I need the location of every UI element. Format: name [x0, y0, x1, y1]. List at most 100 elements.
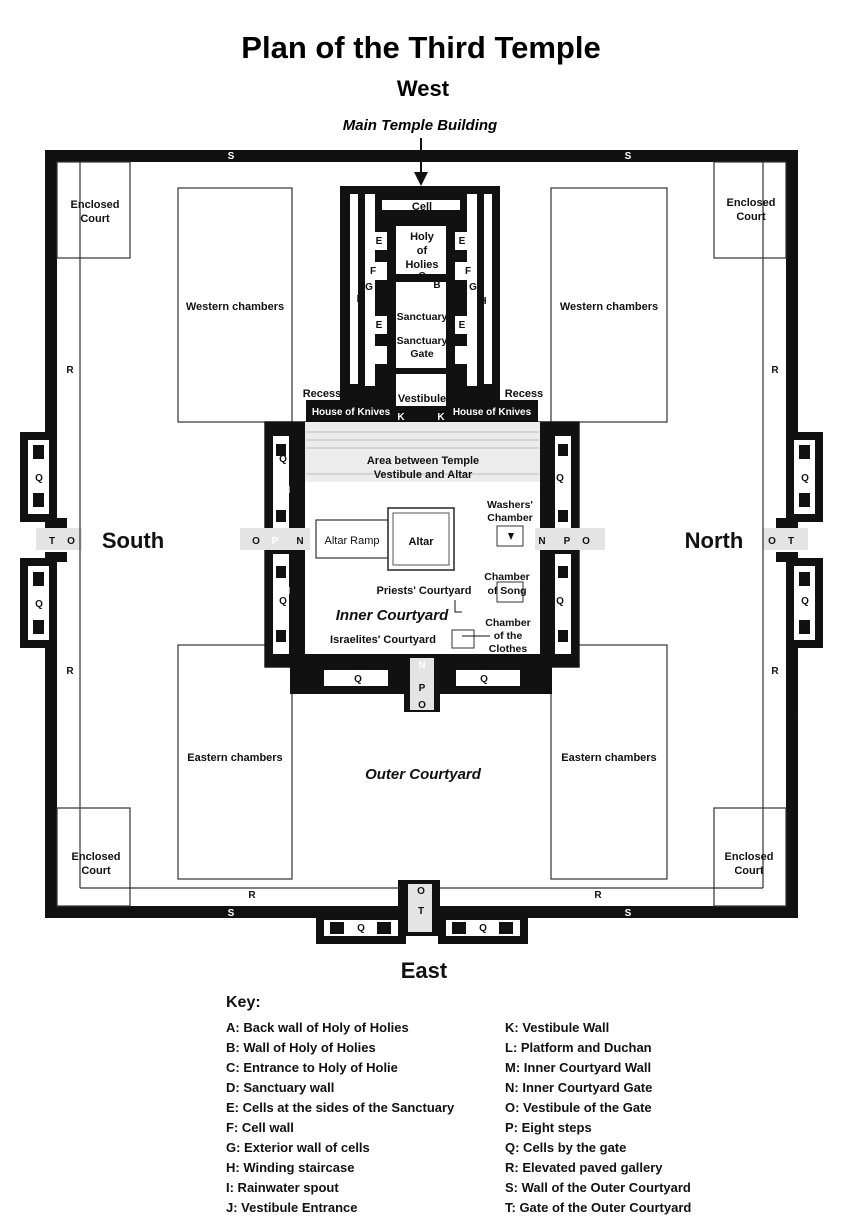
letter-p-south: P [272, 536, 279, 547]
inner-courtyard-label: Inner Courtyard [336, 607, 449, 624]
letter-o-outer-south: O [67, 536, 75, 547]
letter-s-top-2: S [625, 151, 632, 162]
letter-b: B [433, 280, 440, 291]
letter-o-inner-north: O [582, 536, 590, 547]
recess-label-right: Recess [505, 388, 544, 400]
letter-s-right-2: S [788, 716, 795, 727]
key-item-right-7: R: Elevated paved gallery [505, 1160, 663, 1175]
key-item-right-2: M: Inner Courtyard Wall [505, 1060, 652, 1075]
chamber-of-clothes-label-2: of the [494, 630, 523, 642]
main-temple-building [340, 186, 500, 422]
eastern-chambers-label-north: Eastern chambers [561, 752, 656, 764]
letter-f-left: F [370, 266, 376, 277]
house-of-knives-label-left: House of Knives [312, 407, 391, 418]
letter-e-4: E [459, 320, 466, 331]
letter-m-east-left: M [354, 660, 362, 671]
letter-s-left-2: S [51, 716, 58, 727]
cell-label: Cell [412, 201, 432, 213]
enclosed-courts [56, 161, 787, 907]
house-of-knives-wings [306, 400, 538, 424]
letter-q-outer-sw2: Q [35, 599, 43, 610]
letter-s-bottom-1: S [228, 908, 235, 919]
key-item-left-3: D: Sanctuary wall [226, 1080, 335, 1095]
letter-e-2: E [376, 320, 383, 331]
main-temple-arrow-head [414, 172, 428, 186]
letter-s-bottom-2: S [625, 908, 632, 919]
letter-q-inner-6: Q [480, 674, 488, 685]
letter-q-inner-5: Q [354, 674, 362, 685]
priests-courtyard-label: Priests' Courtyard [377, 585, 472, 597]
key-item-left-9: J: Vestibule Entrance [226, 1200, 358, 1215]
letter-t-east: T [418, 906, 424, 917]
altar-label: Altar [408, 536, 434, 548]
enclosed-court-sw-label-2: Court [81, 865, 111, 877]
sanctuary-gate-label-1: Sanctuary [397, 335, 448, 347]
letter-o-inner-south: O [252, 536, 260, 547]
key-item-right-3: N: Inner Courtyard Gate [505, 1080, 653, 1095]
direction-east: East [401, 958, 448, 983]
letter-d-left: D [388, 310, 395, 321]
letter-r-right-1: R [771, 365, 779, 376]
letter-n-south: N [296, 536, 303, 547]
letter-e-1: E [376, 236, 383, 247]
holy-of-holies-label-2: of [417, 245, 428, 257]
key-item-left-5: F: Cell wall [226, 1120, 294, 1135]
letter-g-left: G [365, 282, 373, 293]
south-outer-gate [20, 432, 82, 648]
washers-chamber-label-1: Washers' [487, 499, 533, 511]
area-between-label-1: Area between Temple [367, 455, 479, 467]
key-item-right-1: L: Platform and Duchan [505, 1040, 652, 1055]
enclosed-court-ne-label-1: Enclosed [727, 197, 776, 209]
letter-q-outer-sw1: Q [35, 473, 43, 484]
letter-p-east: P [419, 683, 426, 694]
vestibule-label: Vestibule [398, 393, 446, 405]
letter-r-right-2: R [771, 666, 779, 677]
letter-s-top-1: S [228, 151, 235, 162]
letter-h: H [479, 296, 486, 307]
key-item-right-8: S: Wall of the Outer Courtyard [505, 1180, 691, 1195]
letter-t-south: T [49, 536, 55, 547]
letter-m-east-right: M [480, 660, 488, 671]
outer-courtyard-label: Outer Courtyard [365, 766, 482, 783]
letter-r-left-2: R [66, 666, 74, 677]
inner-courtyard [240, 421, 605, 712]
letter-q-inner-3: Q [556, 473, 564, 484]
holy-of-holies-label-3: Holies [405, 259, 438, 271]
letter-q-outer-e2: Q [479, 923, 487, 934]
main-temple-building-label: Main Temple Building [343, 117, 497, 134]
letter-q-outer-nw2: Q [801, 596, 809, 607]
letter-m-se: M [282, 586, 290, 597]
direction-north: North [685, 528, 744, 553]
paved-gallery-lines [79, 162, 764, 889]
enclosed-court-se-label-1: Enclosed [725, 851, 774, 863]
letter-i: I [357, 294, 360, 305]
key-item-right-4: O: Vestibule of the Gate [505, 1100, 652, 1115]
key-item-left-2: C: Entrance to Holy of Holie [226, 1060, 398, 1075]
letter-q-inner-2: Q [279, 596, 287, 607]
western-chambers-label-south: Western chambers [186, 301, 284, 313]
letter-f-right: F [465, 266, 471, 277]
letter-o-outer-north: O [768, 536, 776, 547]
letter-m-sw: M [282, 485, 290, 496]
chamber-of-clothes-label-1: Chamber [485, 617, 531, 629]
western-chambers-label-north: Western chambers [560, 301, 658, 313]
letter-r-bottom-2: R [594, 890, 602, 901]
area-between-label-2: Vestibule and Altar [374, 469, 473, 481]
sanctuary-gate-label-2: Gate [410, 348, 434, 360]
letter-k-left: K [397, 412, 405, 423]
letter-n-east: N [418, 660, 425, 671]
key-item-left-1: B: Wall of Holy of Holies [226, 1040, 376, 1055]
letter-a: A [418, 215, 425, 226]
letter-m-ne: M [541, 586, 549, 597]
direction-west: West [397, 76, 450, 101]
enclosed-court-nw-label-2: Court [80, 213, 110, 225]
letter-c: C [418, 271, 425, 282]
key-item-right-0: K: Vestibule Wall [505, 1020, 610, 1035]
key-item-left-8: I: Rainwater spout [226, 1180, 339, 1195]
letter-m-nw: M [541, 485, 549, 496]
enclosed-court-se-label-2: Court [734, 865, 764, 877]
washers-chamber-label-2: Chamber [487, 512, 533, 524]
house-of-knives-label-right: House of Knives [453, 407, 532, 418]
